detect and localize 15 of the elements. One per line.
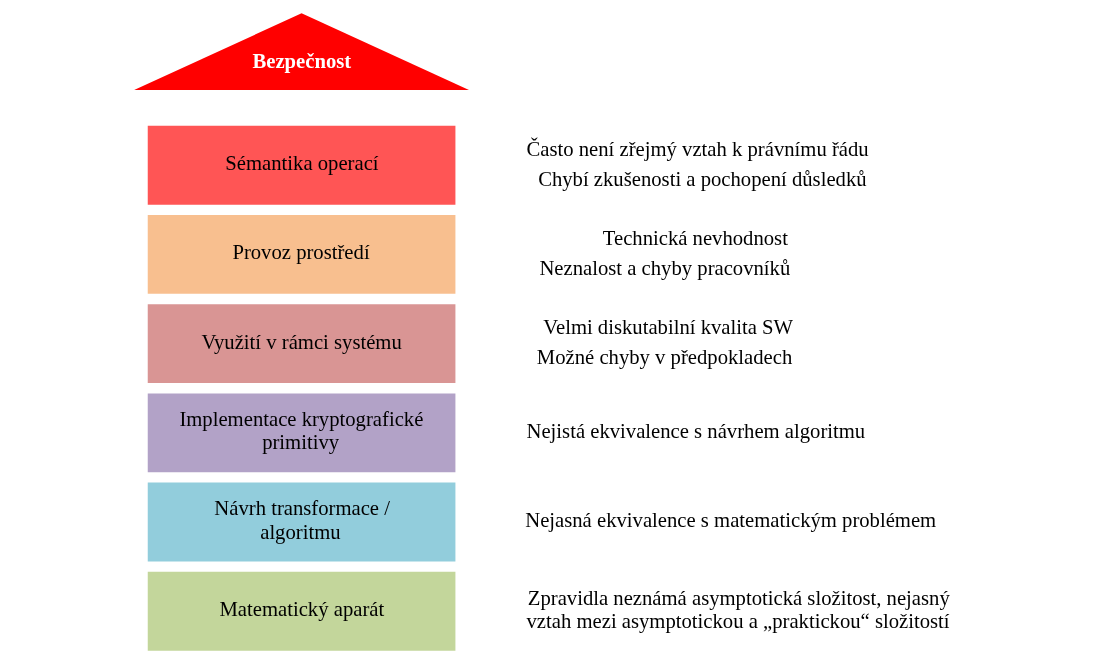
node-label: Často není zřejmý vztah k právnímu řádu bbox=[526, 137, 869, 160]
node-label: Nejistá ekvivalence s návrhem algoritmu bbox=[526, 419, 865, 442]
node-box: Implementace kryptografické primitivy bbox=[147, 393, 455, 473]
node-label: Možné chyby v předpokladech bbox=[536, 346, 792, 369]
node-label: Technická nevhodnost bbox=[602, 227, 788, 250]
node-box: Návrh transformace / algoritmu bbox=[147, 482, 455, 562]
node-label: Nejasná ekvivalence s matematickým problémem bbox=[524, 508, 936, 531]
node-label: Neznalost a chyby pracovníků bbox=[538, 256, 790, 279]
node-label: Zpravidla neznámá asymptotická složitost, nejasný vztah mezi asymptotickou a „praktickou“ složitostí bbox=[526, 586, 950, 632]
node-box: Matematický aparát bbox=[147, 571, 455, 651]
node-box: Sémantika operací bbox=[147, 125, 455, 205]
node-box: Využití v rámci systému bbox=[147, 304, 455, 384]
node-label: Velmi diskutabilní kvalita SW bbox=[542, 316, 793, 339]
node-box: Provoz prostředí bbox=[147, 215, 455, 294]
node-label: Chybí zkušenosti a pochopení důsledků bbox=[537, 167, 867, 190]
